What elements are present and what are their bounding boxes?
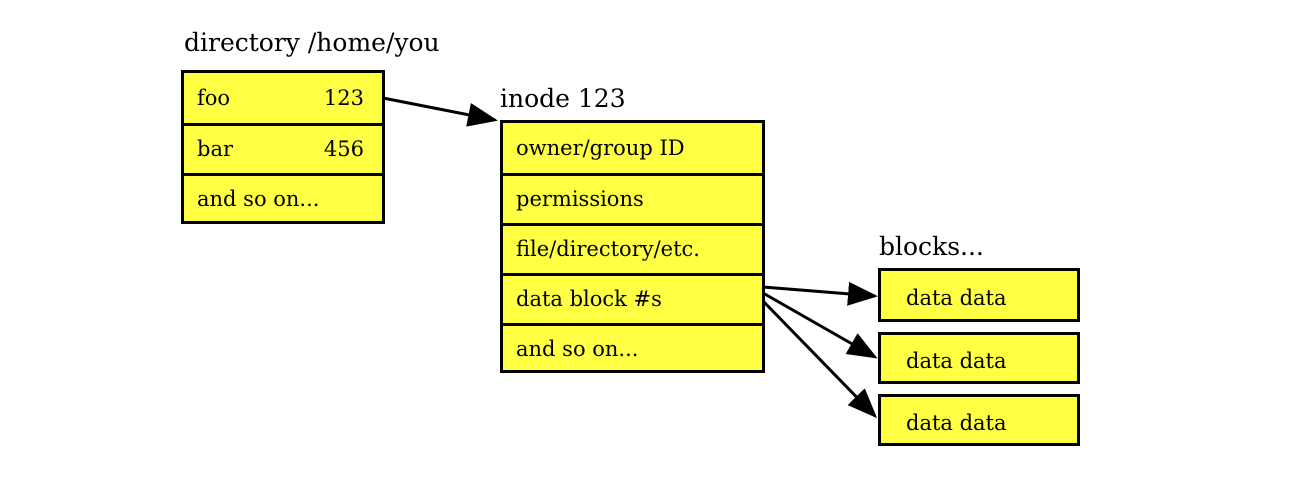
- directory-title: directory /home/you: [184, 28, 440, 57]
- inode-field-owner: owner/group ID: [516, 136, 685, 160]
- directory-entry-bar: bar 456: [184, 123, 382, 173]
- entry-name: bar: [197, 137, 234, 161]
- arrow-to-block-2: [762, 291, 878, 359]
- entry-name: foo: [197, 86, 231, 110]
- arrow-foo-to-inode: [382, 96, 498, 127]
- data-block-label: data data: [906, 349, 1007, 373]
- data-block-2: data data: [878, 332, 1080, 384]
- arrow-to-block-3: [761, 299, 878, 419]
- inode-box: owner/group ID permissions file/director…: [500, 120, 765, 373]
- directory-box: foo 123 bar 456 and so on...: [181, 70, 385, 224]
- inode-field-more: and so on...: [503, 323, 762, 373]
- entry-inode-number: 123: [323, 86, 364, 110]
- blocks-title: blocks...: [879, 232, 984, 261]
- arrow-to-block-1: [762, 281, 878, 306]
- data-block-label: data data: [906, 411, 1007, 435]
- data-block-3: data data: [878, 394, 1080, 446]
- inode-field-data-blocks: data block #s: [503, 273, 762, 323]
- entry-name: and so on...: [197, 187, 320, 211]
- directory-entry-more: and so on...: [184, 173, 382, 223]
- inode-field-type: file/directory/etc.: [503, 223, 762, 273]
- data-block-1: data data: [878, 268, 1080, 322]
- inode-field-permissions: permissions: [503, 173, 762, 223]
- inode-title: inode 123: [500, 84, 626, 113]
- directory-entry-foo: foo 123: [184, 73, 382, 123]
- data-block-label: data data: [906, 286, 1007, 310]
- entry-inode-number: 456: [323, 137, 364, 161]
